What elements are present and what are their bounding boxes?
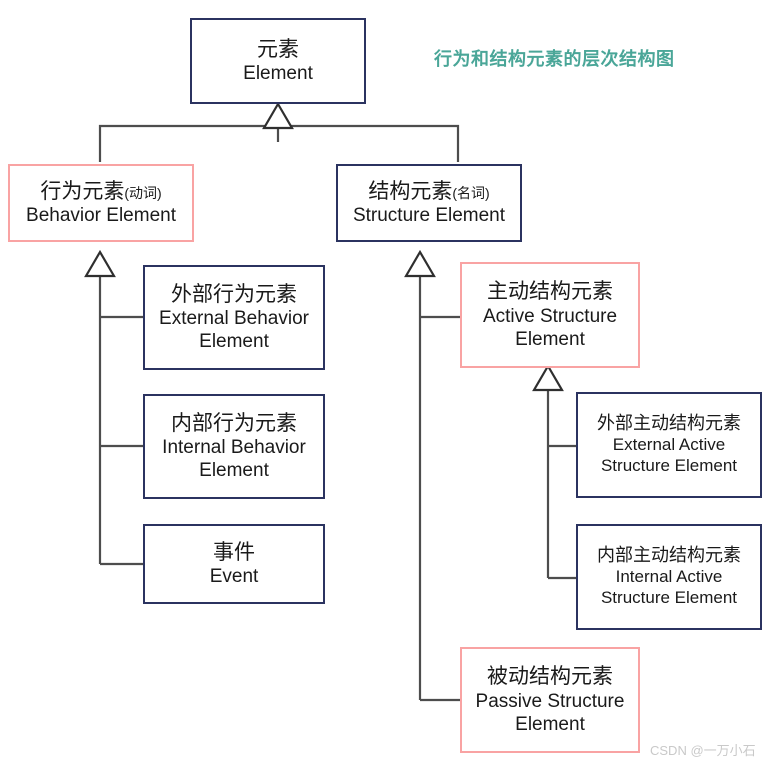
node-external-active-structure-element[interactable]: 外部主动结构元素 External Active Structure Eleme… bbox=[576, 392, 762, 498]
node-behavior-element-label-cn: 行为元素(动词) bbox=[40, 179, 162, 203]
generalization-triangle-root bbox=[262, 101, 294, 130]
node-active-structure-element-label-en: Active Structure Element bbox=[482, 305, 618, 350]
node-behavior-element-label-en: Behavior Element bbox=[26, 205, 176, 227]
node-passive-structure-element[interactable]: 被动结构元素 Passive Structure Element bbox=[460, 647, 640, 753]
node-internal-active-structure-element-label-en: Internal Active Structure Element bbox=[600, 567, 738, 607]
node-passive-structure-element-label-en: Passive Structure Element bbox=[475, 690, 625, 735]
generalization-triangle-behavior bbox=[84, 249, 116, 278]
node-element[interactable]: 元素 Element bbox=[190, 18, 366, 104]
node-internal-active-structure-element[interactable]: 内部主动结构元素 Internal Active Structure Eleme… bbox=[576, 524, 762, 630]
node-event[interactable]: 事件 Event bbox=[143, 524, 325, 604]
node-event-label-en: Event bbox=[209, 566, 259, 588]
node-element-label-en: Element bbox=[243, 63, 313, 85]
node-structure-element-label-en: Structure Element bbox=[352, 205, 506, 227]
node-event-label-cn: 事件 bbox=[213, 540, 255, 564]
node-internal-active-structure-element-label-cn: 内部主动结构元素 bbox=[597, 545, 741, 566]
node-external-active-structure-element-label-cn: 外部主动结构元素 bbox=[597, 413, 741, 434]
node-external-active-structure-element-label-en: External Active Structure Element bbox=[600, 435, 738, 475]
node-internal-behavior-element-label-cn: 内部行为元素 bbox=[171, 411, 297, 435]
generalization-triangle-structure bbox=[404, 249, 436, 278]
node-external-behavior-element-label-cn: 外部行为元素 bbox=[171, 282, 297, 306]
watermark: CSDN @一万小石 bbox=[650, 743, 756, 758]
page-title: 行为和结构元素的层次结构图 bbox=[434, 49, 675, 69]
node-structure-element[interactable]: 结构元素(名词) Structure Element bbox=[336, 164, 522, 242]
node-internal-behavior-element[interactable]: 内部行为元素 Internal Behavior Element bbox=[143, 394, 325, 499]
node-behavior-element[interactable]: 行为元素(动词) Behavior Element bbox=[8, 164, 194, 242]
node-element-label-cn: 元素 bbox=[257, 37, 299, 61]
edge-root-split bbox=[98, 124, 460, 162]
node-structure-element-suffix: (名词) bbox=[452, 184, 490, 201]
generalization-triangle-active-structure bbox=[532, 363, 564, 392]
node-structure-element-label-cn: 结构元素(名词) bbox=[368, 179, 490, 203]
node-active-structure-element-label-cn: 主动结构元素 bbox=[487, 280, 613, 304]
node-external-behavior-element[interactable]: 外部行为元素 External Behavior Element bbox=[143, 265, 325, 370]
node-external-behavior-element-label-en: External Behavior Element bbox=[159, 308, 309, 353]
node-internal-behavior-element-label-en: Internal Behavior Element bbox=[162, 437, 306, 482]
node-passive-structure-element-label-cn: 被动结构元素 bbox=[487, 665, 613, 689]
node-active-structure-element[interactable]: 主动结构元素 Active Structure Element bbox=[460, 262, 640, 368]
node-behavior-element-suffix: (动词) bbox=[124, 184, 162, 201]
